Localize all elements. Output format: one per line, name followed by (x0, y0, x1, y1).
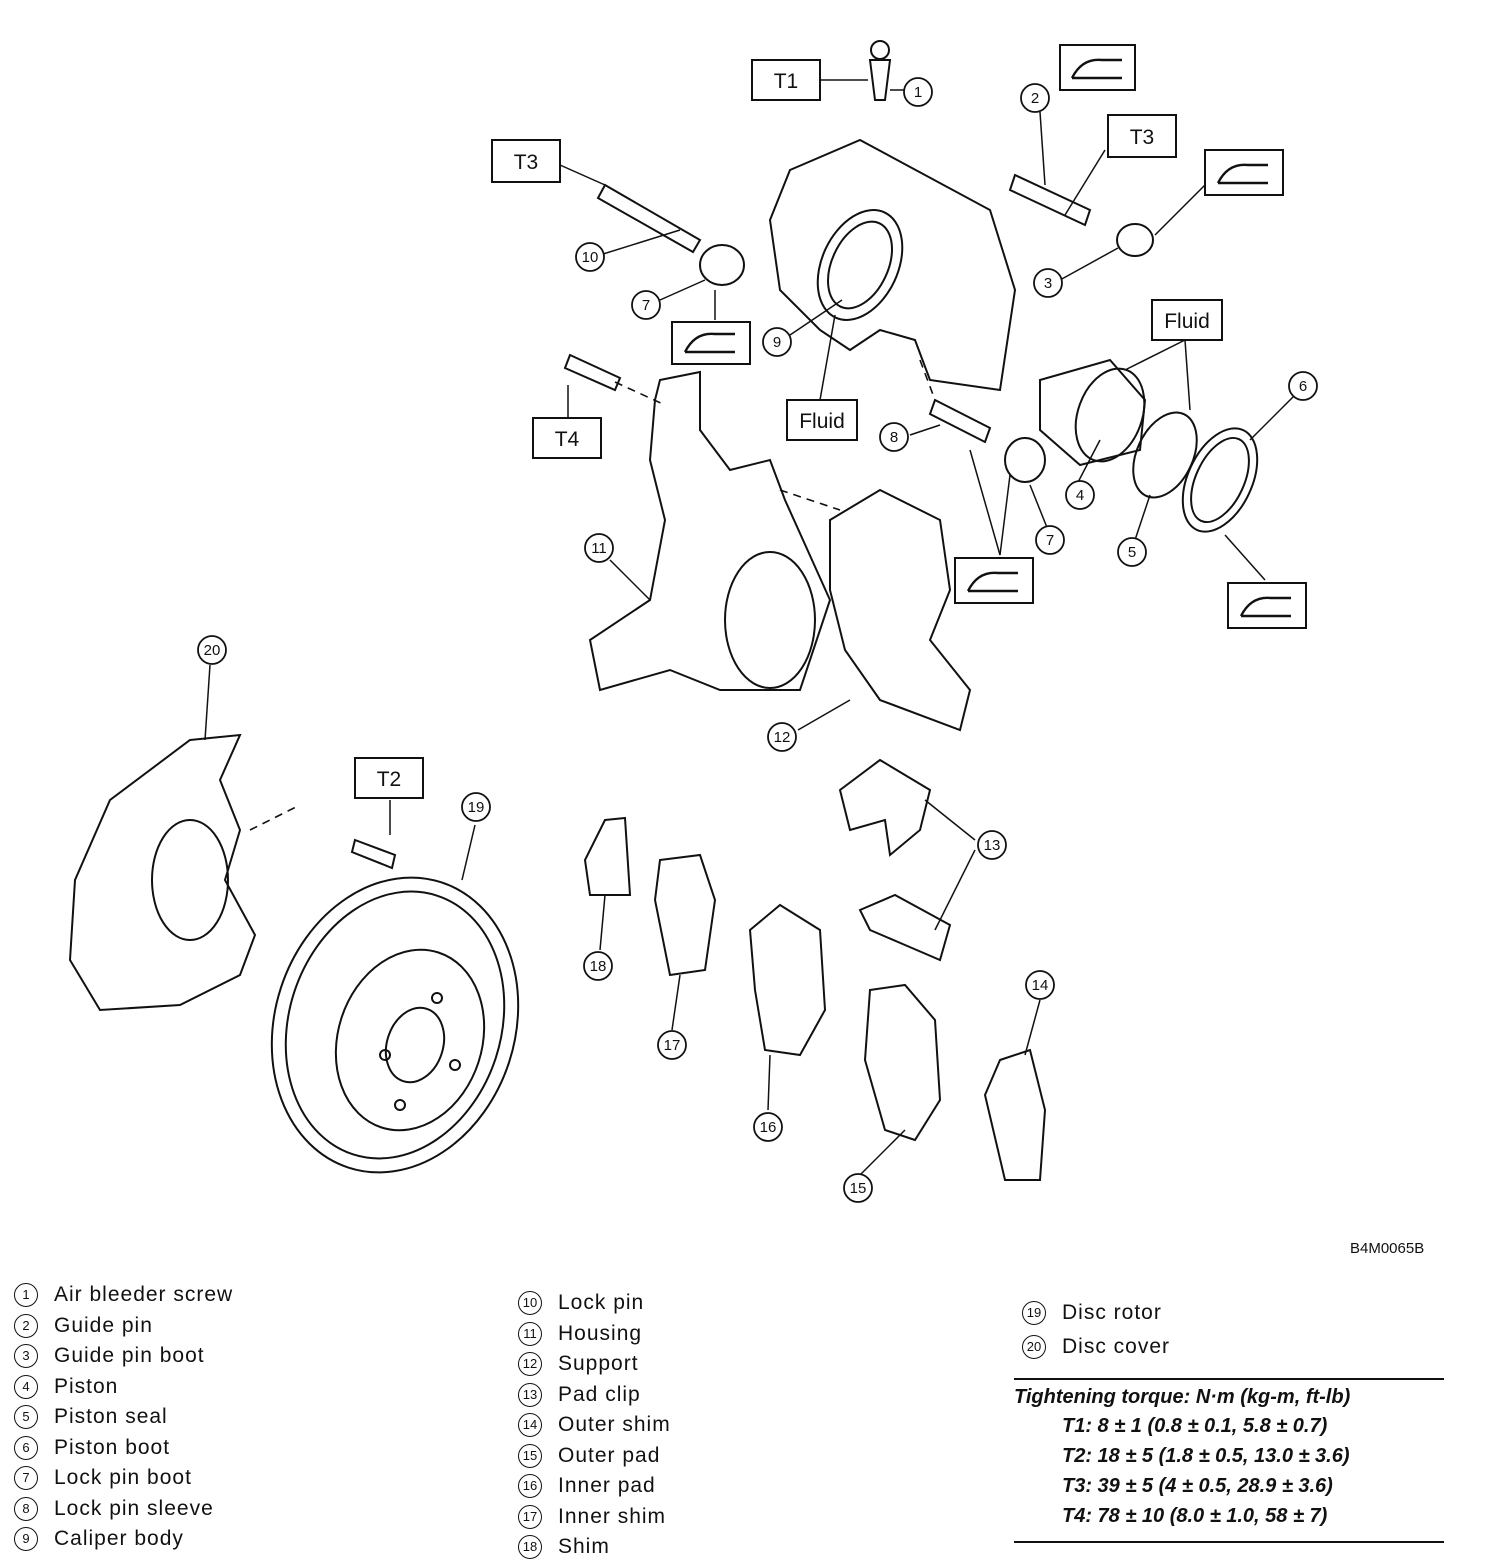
inner-pad-drawing (748, 903, 827, 1057)
grease-icon (671, 321, 751, 365)
part-number: 18 (590, 958, 607, 975)
part-number: 8 (890, 429, 898, 446)
torque-t1: T1: 8 ± 1 (0.8 ± 0.1, 5.8 ± 0.7) (1062, 1415, 1328, 1437)
torque-callout-t3: T3 (1130, 126, 1155, 149)
part-number: 15 (850, 1180, 867, 1197)
part-number: 9 (773, 334, 781, 351)
torque-heading: Tightening torque: N·m (kg-m, ft-lb) (1014, 1386, 1351, 1408)
fluid-callout: Fluid (1164, 310, 1210, 333)
inner-shim-drawing (653, 853, 717, 977)
part-number: 3 (1044, 275, 1052, 292)
part-number: 4 (1076, 487, 1084, 504)
grease-icon (1227, 582, 1307, 629)
part-number: 12 (774, 729, 791, 746)
shim-drawing (583, 816, 632, 896)
part-number: 11 (591, 540, 607, 557)
torque-callout-t3: T3 (514, 151, 539, 174)
part-number: 1 (914, 84, 922, 101)
diagram-code: B4M0065B (1350, 1240, 1425, 1257)
fluid-callout: Fluid (799, 410, 845, 433)
part-number: 20 (204, 642, 221, 659)
grease-icon (1204, 149, 1284, 196)
part-number: 16 (760, 1119, 777, 1136)
part-number: 7 (1046, 532, 1054, 549)
grease-icon (1059, 44, 1136, 91)
part-number: 6 (1299, 378, 1307, 395)
brake-assembly-diagram: T1 T3 T3 T4 T2 Fluid Fluid 1 2 3 4 5 6 7… (68, 40, 1318, 1203)
outer-pad-drawing (863, 983, 942, 1142)
part-number: 14 (1032, 977, 1049, 994)
torque-callout-t2: T2 (377, 768, 402, 791)
part-number: 17 (664, 1037, 681, 1054)
outer-shim-drawing (983, 1048, 1047, 1181)
part-number: 2 (1031, 90, 1039, 107)
part-number: 10 (582, 249, 599, 266)
torque-t4: T4: 78 ± 10 (8.0 ± 1.0, 58 ± 7) (1062, 1505, 1328, 1527)
part-number: 7 (642, 297, 650, 314)
caliper-body-drawing (768, 138, 1017, 392)
part-number: 13 (984, 837, 1001, 854)
part-number: 19 (468, 799, 485, 816)
torque-specification-table: Tightening torque: N·m (kg-m, ft-lb) T1:… (1014, 1378, 1444, 1543)
grease-icon (954, 557, 1034, 604)
torque-callout-t1: T1 (774, 70, 799, 93)
torque-t2: T2: 18 ± 5 (1.8 ± 0.5, 13.0 ± 3.6) (1062, 1445, 1350, 1467)
torque-callout-t4: T4 (555, 428, 580, 451)
torque-t3: T3: 39 ± 5 (4 ± 0.5, 28.9 ± 3.6) (1062, 1475, 1333, 1497)
part-number: 5 (1128, 544, 1136, 561)
